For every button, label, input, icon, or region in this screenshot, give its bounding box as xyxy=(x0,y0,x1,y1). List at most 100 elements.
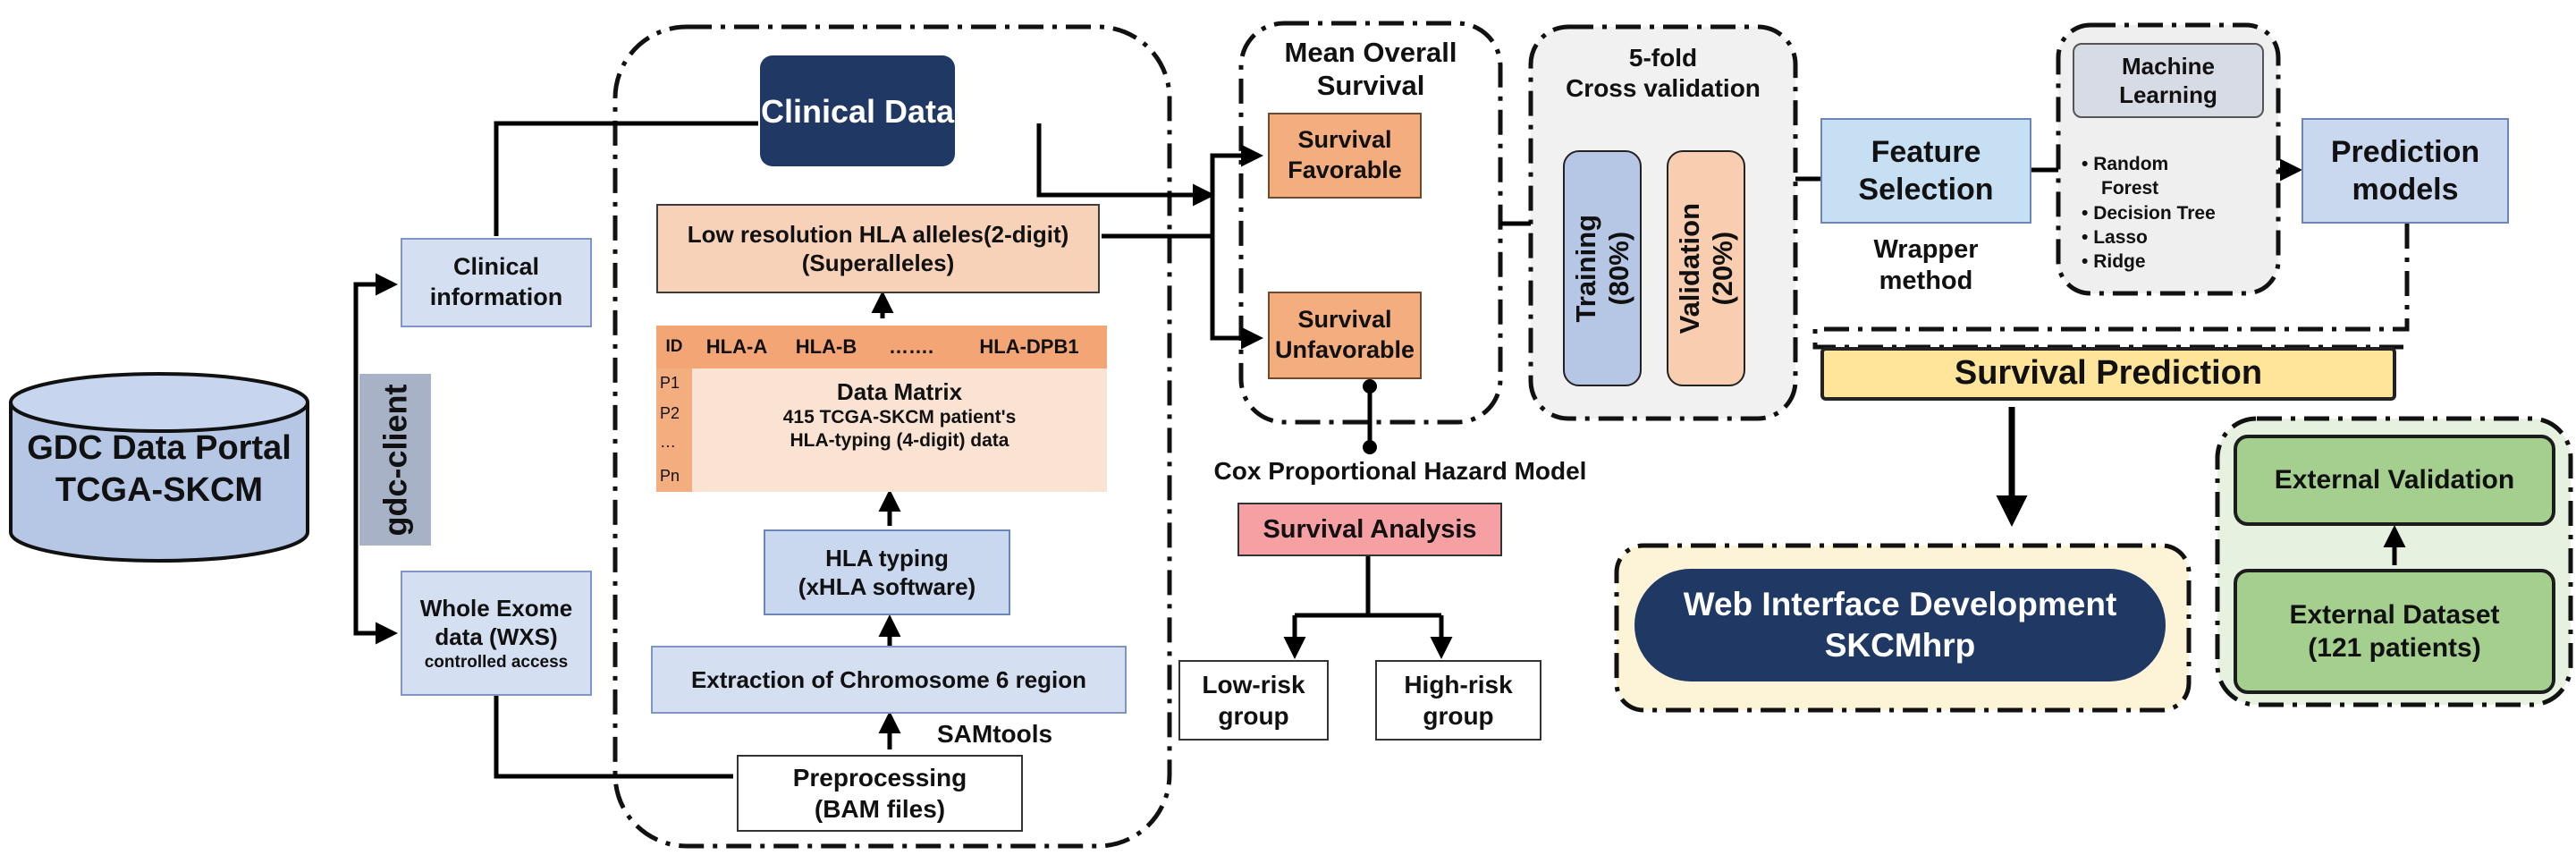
low-risk-line1: Low-risk xyxy=(1202,671,1305,698)
hla-typing-box: HLA typing (xHLA software) xyxy=(764,529,1010,615)
web-line2: SKCMhrp xyxy=(1824,627,1976,664)
ml-algorithm-list: • Random Forest • Decision Tree • Lasso … xyxy=(2082,152,2278,274)
matrix-header-hla-b: HLA-B xyxy=(795,335,857,358)
mos-line2: Survival xyxy=(1316,70,1425,102)
survival-analysis-box: Survival Analysis xyxy=(1237,503,1502,556)
cox-dot-top xyxy=(1363,379,1377,394)
mean-overall-survival-title: Mean Overall Survival xyxy=(1243,36,1499,102)
wxs-box: Whole Exome data (WXS) controlled access xyxy=(401,571,592,696)
matrix-title: Data Matrix xyxy=(836,377,963,405)
external-validation-box: External Validation xyxy=(2234,435,2555,526)
gdc-portal-line2: TCGA-SKCM xyxy=(55,471,264,509)
ml-item: • Lasso xyxy=(2082,226,2148,248)
wrapper-method-label: Wrapper method xyxy=(1833,234,2019,297)
validation-text: Validation (20%) xyxy=(1673,203,1739,334)
survival-unfavorable-box: Survival Unfavorable xyxy=(1268,292,1422,379)
low-resolution-hla-box: Low resolution HLA alleles(2-digit) (Sup… xyxy=(656,204,1100,293)
matrix-row-p1: P1 xyxy=(660,374,680,392)
high-risk-box: High-risk group xyxy=(1375,660,1541,741)
feature-selection-line2: Selection xyxy=(1858,173,1994,207)
feature-selection-line1: Feature xyxy=(1871,134,1981,169)
ml-item: • Random xyxy=(2082,154,2169,174)
training-box: Training (80%) xyxy=(1563,150,1642,386)
hla-typing-line2: (xHLA software) xyxy=(798,573,976,600)
matrix-desc1: 415 TCGA-SKCM patient's xyxy=(782,407,1017,428)
gdc-portal-node: GDC Data Portal TCGA-SKCM xyxy=(11,420,308,519)
external-dataset-line2: (121 patients) xyxy=(2308,633,2481,663)
gdc-client-label: gdc-client xyxy=(376,383,414,537)
low-risk-box: Low-risk group xyxy=(1178,660,1329,741)
ml-item: • Ridge xyxy=(2082,251,2146,273)
matrix-row-pn: Pn xyxy=(660,467,680,485)
mos-line1: Mean Overall xyxy=(1284,37,1457,68)
web-interface-oval: Web Interface Development SKCMhrp xyxy=(1634,569,2166,681)
wxs-line3: controlled access xyxy=(424,652,569,672)
clinical-data-label: Clinical Data xyxy=(760,92,955,130)
validation-line1: Validation xyxy=(1673,202,1705,334)
clinical-data-box: Clinical Data xyxy=(760,55,955,166)
feature-selection-box: Feature Selection xyxy=(1820,118,2031,224)
matrix-row-p2: P2 xyxy=(660,404,680,422)
wxs-line1: Whole Exome xyxy=(419,594,573,622)
high-risk-line1: High-risk xyxy=(1404,671,1513,698)
prediction-line1: Prediction xyxy=(2330,134,2480,169)
wrapper-line2: method xyxy=(1879,266,1973,295)
ml-title-box: Machine Learning xyxy=(2073,43,2264,118)
unfav-line1: Survival xyxy=(1297,306,1392,334)
clinical-information-box: Clinical information xyxy=(401,238,592,327)
preprocessing-line2: (BAM files) xyxy=(814,795,946,823)
extraction-box: Extraction of Chromosome 6 region xyxy=(651,646,1127,714)
ml-item-4: Ridge xyxy=(2093,251,2146,273)
validation-line2: (20%) xyxy=(1707,231,1739,306)
training-line2: (80%) xyxy=(1603,231,1635,306)
wxs-line2: data (WXS) xyxy=(435,623,558,651)
high-risk-line2: group xyxy=(1423,702,1494,730)
matrix-desc2: HLA-typing (4-digit) data xyxy=(790,430,1009,452)
training-line1: Training xyxy=(1569,214,1601,323)
cox-model-label: Cox Proportional Hazard Model xyxy=(1213,457,1587,485)
matrix-body: Data Matrix 415 TCGA-SKCM patient's HLA-… xyxy=(692,370,1107,460)
ml-item-1-line2: Forest xyxy=(2101,178,2159,199)
fav-line2: Favorable xyxy=(1288,157,1402,183)
matrix-row-ids: P1 P2 … Pn xyxy=(656,368,692,492)
wrapper-line1: Wrapper xyxy=(1873,235,1979,264)
cv-line1: 5-fold xyxy=(1628,44,1698,72)
survival-prediction-label: Survival Prediction xyxy=(1954,354,2263,393)
matrix-header-hla-a: HLA-A xyxy=(705,335,768,358)
validation-box: Validation (20%) xyxy=(1667,150,1745,386)
external-validation-label: External Validation xyxy=(2274,465,2515,495)
cox-dot-bottom xyxy=(1363,440,1377,454)
gdc-portal-line1: GDC Data Portal xyxy=(27,428,291,467)
matrix-header-id: ID xyxy=(665,337,683,356)
survival-favorable-box: Survival Favorable xyxy=(1268,113,1422,199)
preprocessing-box: Preprocessing (BAM files) xyxy=(737,755,1023,832)
matrix-header-hla-dpb1: HLA-DPB1 xyxy=(979,335,1079,358)
cross-validation-title: 5-fold Cross validation xyxy=(1533,43,1794,103)
ml-title-line2: Learning xyxy=(2119,81,2217,108)
prediction-models-box: Prediction models xyxy=(2302,118,2509,224)
extraction-label: Extraction of Chromosome 6 region xyxy=(690,665,1087,693)
clinical-info-line2: information xyxy=(429,284,563,310)
gdc-client-bar: gdc-client xyxy=(359,374,431,546)
web-line1: Web Interface Development xyxy=(1683,585,2117,622)
ml-item-3: Lasso xyxy=(2093,226,2148,248)
training-text: Training (80%) xyxy=(1569,215,1635,323)
low-risk-line2: group xyxy=(1218,702,1289,730)
ml-item-continuation: Forest xyxy=(2082,176,2278,200)
survival-analysis-label: Survival Analysis xyxy=(1263,514,1477,544)
hla-typing-line1: HLA typing xyxy=(825,544,949,571)
ml-item-1-line1: Random xyxy=(2093,154,2169,174)
low-res-line1: Low resolution HLA alleles(2-digit) xyxy=(687,220,1069,248)
ml-item-2: Decision Tree xyxy=(2093,202,2216,224)
fav-line1: Survival xyxy=(1297,126,1392,154)
hla-pipeline-panel xyxy=(612,24,1172,849)
data-matrix: ID HLA-A HLA-B ……. HLA-DPB1 P1 P2 … Pn D… xyxy=(656,326,1107,492)
samtools-label: SAMtools xyxy=(937,720,1053,748)
preprocessing-line1: Preprocessing xyxy=(792,764,967,792)
ml-title-line1: Machine xyxy=(2121,52,2216,80)
external-dataset-box: External Dataset (121 patients) xyxy=(2234,569,2555,694)
matrix-row-ellipsis: … xyxy=(660,433,676,451)
matrix-header: ID HLA-A HLA-B ……. HLA-DPB1 xyxy=(656,326,1107,368)
database-cylinder xyxy=(9,372,309,563)
